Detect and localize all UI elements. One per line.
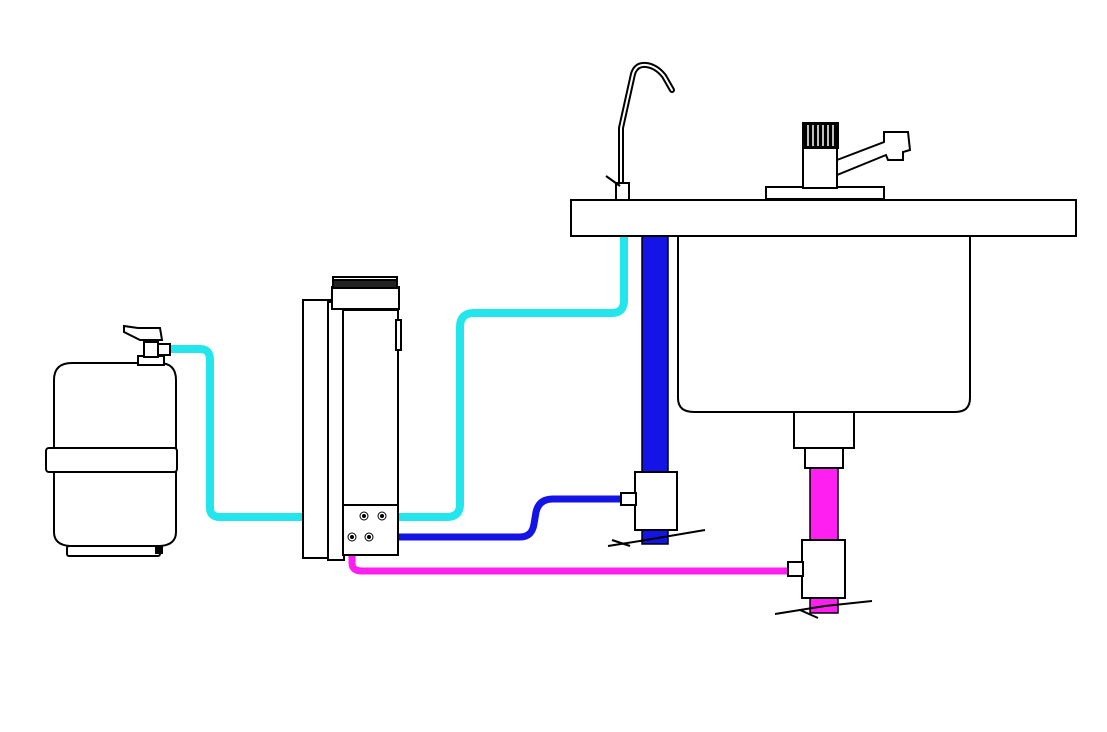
drain-pipe — [348, 546, 794, 575]
kitchen-faucet — [765, 122, 912, 200]
dedicated-faucet — [605, 61, 675, 201]
ro-purifier-unit — [302, 276, 402, 561]
purifier-port-panel — [347, 511, 387, 542]
drain-tee — [774, 539, 873, 619]
tap-water-feed-pipe — [367, 495, 624, 541]
pure-water-pipe — [166, 184, 628, 521]
sink — [570, 199, 1077, 469]
feed-tee-valve — [607, 471, 706, 547]
pressure-tank — [45, 324, 178, 557]
